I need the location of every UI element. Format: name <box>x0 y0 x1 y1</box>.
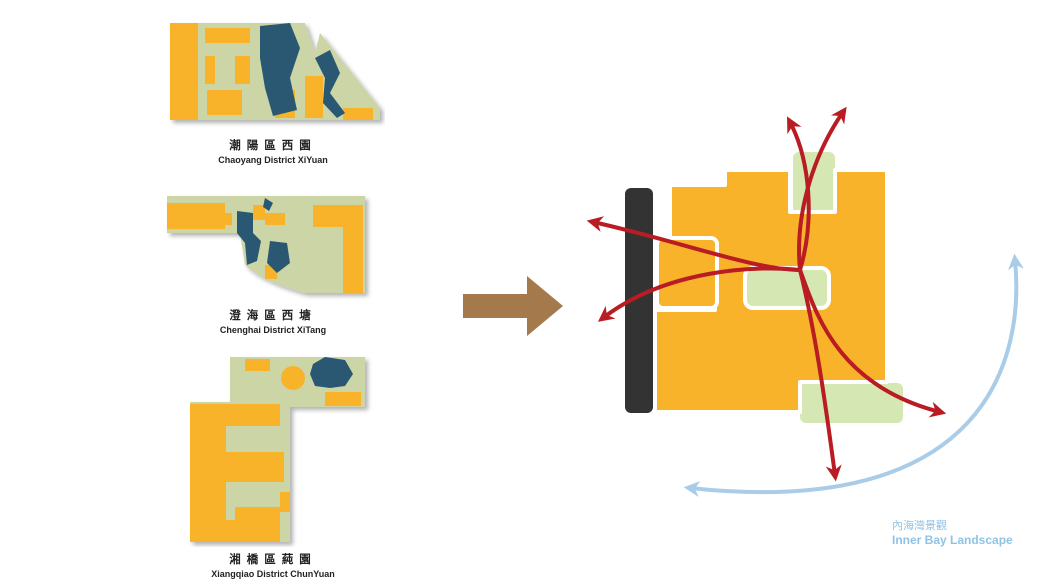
precedent-name-en: Chaoyang District XiYuan <box>218 155 328 165</box>
caption-chenghai-xitang: 澄海區西塘 Chenghai District XiTang <box>158 307 388 335</box>
plan-chenghai-xitang <box>165 193 375 301</box>
precedent-name-cn: 澄海區西塘 <box>229 308 317 322</box>
precedent-name-en: Chenghai District XiTang <box>219 325 327 335</box>
inner-bay-arc <box>683 253 1024 497</box>
inner-bay-name-cn: 內海灣景觀 <box>892 519 947 532</box>
lawn-north <box>793 152 835 214</box>
proposed-site-plan <box>585 100 1063 530</box>
precedent-name-en: Xiangqiao District ChunYuan <box>211 569 335 579</box>
transformation-arrow-icon <box>463 276 565 336</box>
caption-xiangqiao-chunyuan: 湘橋區蒓園 Xiangqiao District ChunYuan <box>158 551 388 579</box>
precedent-name-cn: 潮陽區西園 <box>229 138 317 152</box>
inner-bay-name-en: Inner Bay Landscape <box>892 533 1013 547</box>
caption-chaoyang-xiyuan: 潮陽區西園 Chaoyang District XiYuan <box>158 137 388 165</box>
plan-xiangqiao-chunyuan <box>185 352 375 547</box>
inner-bay-label: 內海灣景觀 Inner Bay Landscape <box>892 517 1013 547</box>
plan-chaoyang-xiyuan <box>165 18 385 130</box>
precedent-name-cn: 湘橋區蒓園 <box>229 552 317 566</box>
